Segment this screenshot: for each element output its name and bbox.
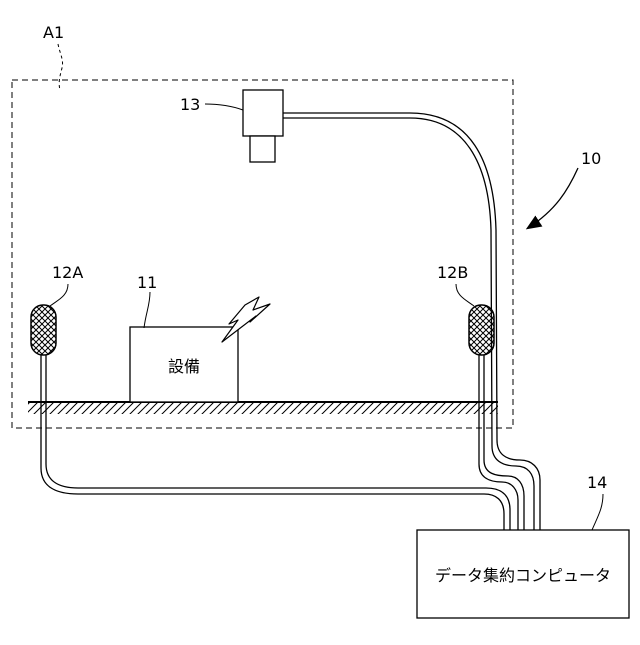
sensor-a-cable-outer: [46, 402, 510, 530]
sensor-a-ref: 12A: [52, 263, 83, 282]
sensor-b-head: [469, 305, 494, 355]
sensor-a-head: [31, 305, 56, 355]
camera-cable-outer: [283, 113, 540, 530]
computer-label: データ集約コンピュータ: [435, 566, 611, 585]
area-leader: [58, 44, 63, 90]
computer-ref: 14: [587, 473, 607, 492]
sensor-b-leader: [456, 284, 474, 306]
camera-ref: 13: [180, 95, 200, 114]
equipment-label: 設備: [168, 357, 200, 376]
camera-lens: [250, 136, 275, 162]
camera-body: [243, 90, 283, 136]
equipment-leader: [144, 292, 150, 328]
system-arrow: [528, 168, 578, 228]
computer-leader: [592, 494, 603, 530]
camera-leader: [205, 104, 243, 110]
sensor-a-leader: [50, 284, 68, 306]
system-ref: 10: [581, 149, 601, 168]
equipment-ref: 11: [137, 273, 157, 292]
area-label: A1: [43, 23, 64, 42]
sensor-a-cable-inner: [41, 402, 504, 530]
sensor-b-ref: 12B: [437, 263, 468, 282]
lightning-icon: [222, 297, 270, 342]
ground-hatch: [28, 402, 498, 414]
